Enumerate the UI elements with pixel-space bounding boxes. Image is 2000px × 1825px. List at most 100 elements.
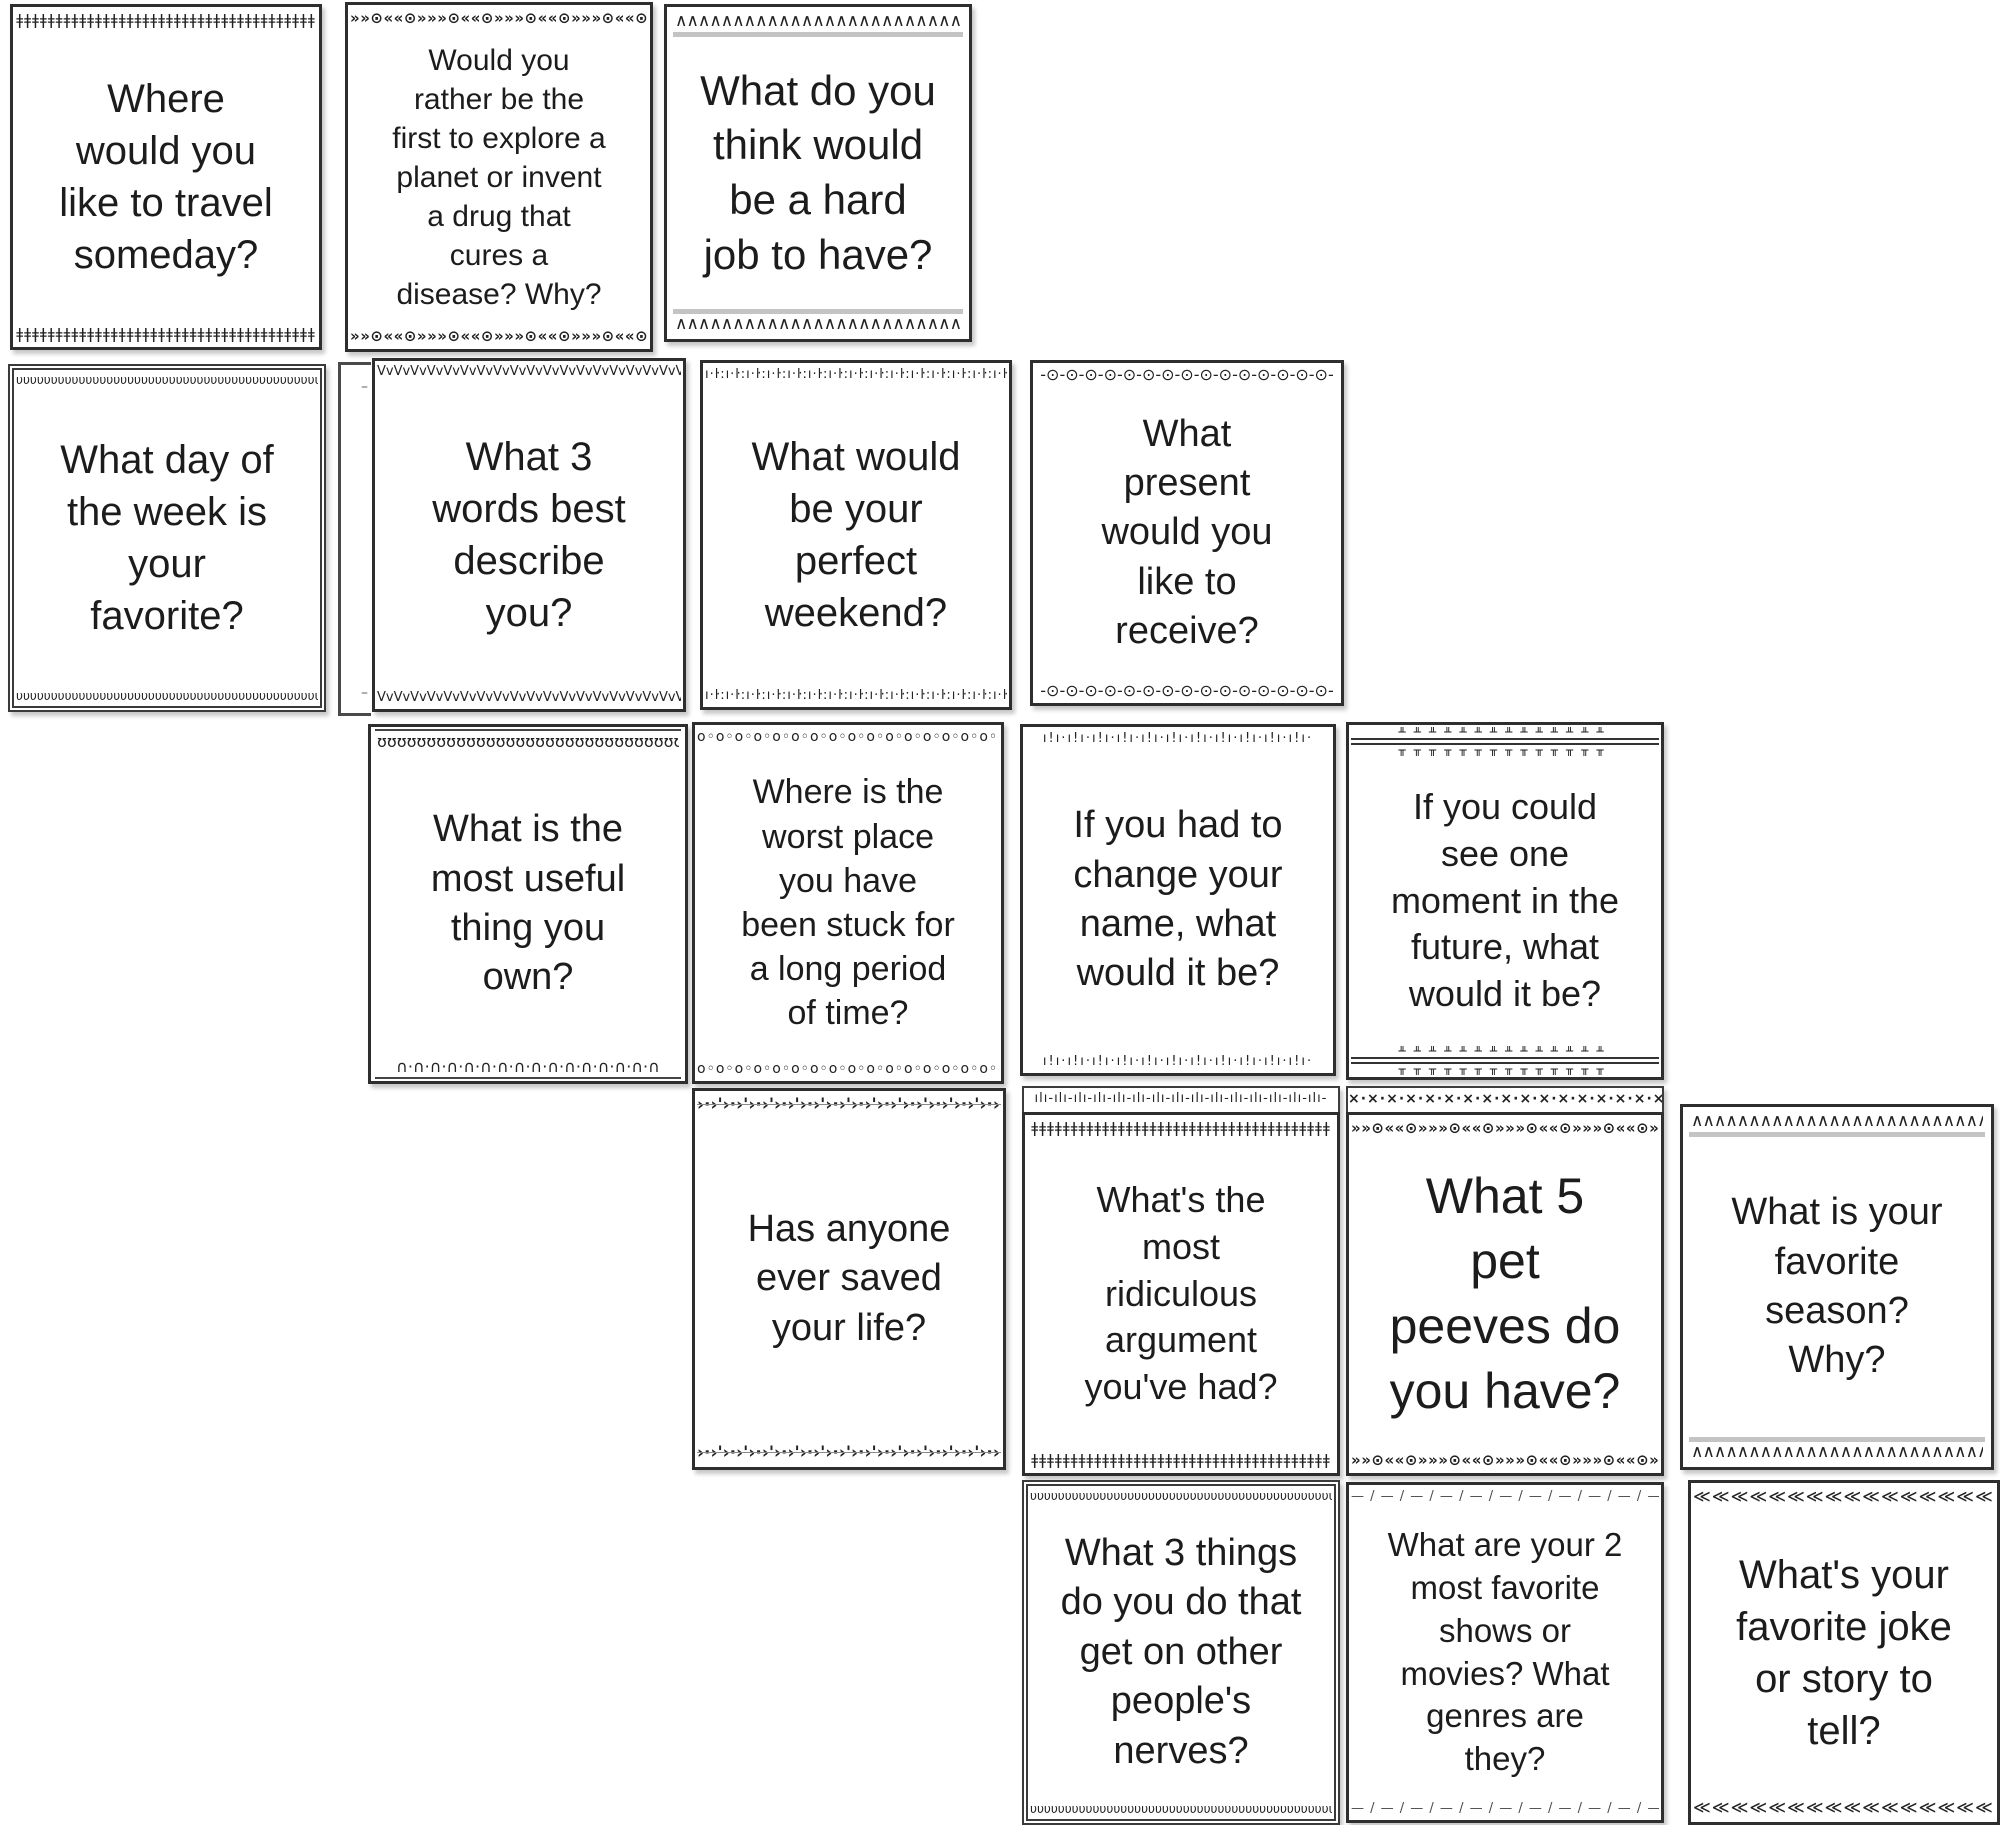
question-text: What present would you like to receive? (1101, 412, 1273, 653)
card-border-ornament-top: o◦o◦o◦o◦o◦o◦o◦o◦o◦o◦o◦o◦o◦o◦o◦o◦o◦o◦o (695, 725, 1001, 749)
card-border-ornament-top: ∧∧∧∧∧∧∧∧∧∧∧∧∧∧∧∧∧∧∧∧∧∧∧∧∧∧ (673, 9, 963, 37)
card-frame: ╨╨╨╨╨╨╨╨╨╨╨╨╨╨╥╥╥╥╥╥╥╥╥╥╥╥╥╥If you could… (1346, 722, 1664, 1080)
card-border-ornament-top: — / — / — / — / — / — / — / — / — / — / … (1349, 1485, 1661, 1508)
question-card[interactable]: ≪≪≪≪≪≪≪≪≪≪≪≪≪≪≪≪≪≪≪ What's your favorite … (1688, 1480, 2000, 1825)
ornament-row: — / — / — / — / — / — / — / — / — / — / … (1351, 1489, 1659, 1504)
ornament-row: ı·ŀ:ı·ŀ:ı·ŀ:ı·ŀ:ı·ŀ:ı·ŀ:ı·ŀ:ı·ŀ:ı·ŀ:ı·ŀ:… (705, 688, 1007, 703)
ornament-row: ı!ı·ı!ı·ı!ı·ı!ı·ı!ı·ı!ı·ı!ı·ı!ı·ı!ı·ı!ı·… (1042, 1054, 1314, 1069)
question-card[interactable]: ǂǂǂǂǂǂǂǂǂǂǂǂǂǂǂǂǂǂǂǂǂǂǂǂǂǂǂǂǂǂǂǂǂǂǂǂǂǂ Wh… (10, 4, 322, 350)
question-card[interactable]: υυυυυυυυυυυυυυυυυυυυυυυυυυυυυυυυυυυυυυυυ… (1022, 1480, 1340, 1825)
question-text: What's your favorite joke or story to te… (1736, 1552, 1952, 1753)
card-border-ornament-bottom: ı·ŀ:ı·ŀ:ı·ŀ:ı·ŀ:ı·ŀ:ı·ŀ:ı·ŀ:ı·ŀ:ı·ŀ:ı·ŀ:… (703, 684, 1009, 707)
card-border-ornament-top: ╨╨╨╨╨╨╨╨╨╨╨╨╨╨ ╥╥╥╥╥╥╥╥╥╥╥╥╥╥ (1349, 725, 1661, 758)
partial-card-edge: – – (338, 362, 371, 716)
card-border-ornament-bottom: »»⊙««⊙»»»⊙««⊙»»»⊙««⊙»»»⊙««⊙»»»⊙ (348, 323, 650, 349)
card-border-ornament-top: ∧∧∧∧∧∧∧∧∧∧∧∧∧∧∧∧∧∧∧∧∧∧∧∧∧∧ (1689, 1109, 1985, 1137)
question-card[interactable]: ∧∧∧∧∧∧∧∧∧∧∧∧∧∧∧∧∧∧∧∧∧∧∧∧∧∧ What is your f… (1680, 1104, 1994, 1470)
ornament-row: υυυυυυυυυυυυυυυυυυυυυυυυυυυυυυυυυυυυυυυυ… (16, 374, 318, 386)
card-border-ornament-bottom: ǂǂǂǂǂǂǂǂǂǂǂǂǂǂǂǂǂǂǂǂǂǂǂǂǂǂǂǂǂǂǂǂǂǂǂǂǂǂ (13, 321, 319, 347)
card-border-ornament-top: υυυυυυυυυυυυυυυυυυυυυυυυυυυυυυυυυυυυυυυυ… (14, 370, 320, 390)
question-card[interactable]: ılı-ılı-ılı-ılı-ılı-ılı-ılı-ılı-ılı-ılı-… (1022, 1086, 1340, 1476)
partial-card-dash: – (361, 379, 368, 395)
ornament-row: ╥╥╥╥╥╥╥╥╥╥╥╥╥╥ (1351, 743, 1659, 756)
question-card[interactable]: — / — / — / — / — / — / — / — / — / — / … (1346, 1482, 1664, 1823)
ornament-row: o◦o◦o◦o◦o◦o◦o◦o◦o◦o◦o◦o◦o◦o◦o◦o◦o◦o◦o (697, 729, 999, 745)
card-border-ornament-bottom: υυυυυυυυυυυυυυυυυυυυυυυυυυυυυυυυυυυυυυυυ… (1028, 1799, 1334, 1819)
ornament-row: ı·ŀ:ı·ŀ:ı·ŀ:ı·ŀ:ı·ŀ:ı·ŀ:ı·ŀ:ı·ŀ:ı·ŀ:ı·ŀ:… (705, 367, 1007, 382)
card-border-ornament-bottom: »»⊙««⊙»»»⊙««⊙»»»⊙««⊙»»»⊙««⊙»»»⊙ (1349, 1447, 1661, 1473)
card-border-ornament-top: ǂǂǂǂǂǂǂǂǂǂǂǂǂǂǂǂǂǂǂǂǂǂǂǂǂǂǂǂǂǂǂǂǂǂǂǂǂǂ (1025, 1115, 1337, 1141)
partial-card-dash: – (361, 685, 368, 701)
ornament-row: »»⊙««⊙»»»⊙««⊙»»»⊙««⊙»»»⊙««⊙»»»⊙ (350, 327, 648, 345)
card-outer-ornament-strip: ılı-ılı-ılı-ılı-ılı-ılı-ılı-ılı-ılı-ılı-… (1022, 1086, 1340, 1112)
card-border-ornament-top: -⊙-⊙-⊙-⊙-⊙-⊙-⊙-⊙-⊙-⊙-⊙-⊙-⊙-⊙-⊙- (1033, 363, 1341, 387)
question-card[interactable]: ı!ı·ı!ı·ı!ı·ı!ı·ı!ı·ı!ı·ı!ı·ı!ı·ı!ı·ı!ı·… (1020, 724, 1336, 1076)
ornament-row: ∧∧∧∧∧∧∧∧∧∧∧∧∧∧∧∧∧∧∧∧∧∧∧∧∧∧ (675, 13, 961, 30)
card-frame: »»⊙««⊙»»»⊙««⊙»»»⊙««⊙»»»⊙««⊙»»»⊙ What 5 pe… (1346, 1112, 1664, 1476)
question-card[interactable]: υυυυυυυυυυυυυυυυυυυυυυυυυυυυυυυυυυυυυυυυ… (8, 364, 326, 712)
card-frame: VvVvVvVvVvVvVvVvVvVvVvVvVvVvVvVvVvVvVvVv… (372, 358, 686, 712)
card-frame: ›·›'›·›'›·›'›·›'›·›'›·›'›·›'›·›'›·›'›·›'… (692, 1088, 1006, 1470)
card-frame: — / — / — / — / — / — / — / — / — / — / … (1346, 1482, 1664, 1823)
question-card[interactable]: »»⊙««⊙»»»⊙««⊙»»»⊙««⊙»»»⊙««⊙»»»⊙ Would you… (345, 2, 653, 352)
card-frame: ǂǂǂǂǂǂǂǂǂǂǂǂǂǂǂǂǂǂǂǂǂǂǂǂǂǂǂǂǂǂǂǂǂǂǂǂǂǂ Wh… (1022, 1112, 1340, 1476)
question-card[interactable]: ı·ŀ:ı·ŀ:ı·ŀ:ı·ŀ:ı·ŀ:ı·ŀ:ı·ŀ:ı·ŀ:ı·ŀ:ı·ŀ:… (700, 360, 1012, 710)
ornament-row: ∧∧∧∧∧∧∧∧∧∧∧∧∧∧∧∧∧∧∧∧∧∧∧∧∧∧ (1691, 1444, 1983, 1461)
card-border-ornament-bottom: ǂǂǂǂǂǂǂǂǂǂǂǂǂǂǂǂǂǂǂǂǂǂǂǂǂǂǂǂǂǂǂǂǂǂǂǂǂǂ (1025, 1447, 1337, 1473)
card-border-ornament-bottom: ı!ı·ı!ı·ı!ı·ı!ı·ı!ı·ı!ı·ı!ı·ı!ı·ı!ı·ı!ı·… (1023, 1050, 1333, 1073)
ornament-row: ǂǂǂǂǂǂǂǂǂǂǂǂǂǂǂǂǂǂǂǂǂǂǂǂǂǂǂǂǂǂǂǂǂǂǂǂǂǂ (16, 325, 316, 343)
ornament-row: ╨╨╨╨╨╨╨╨╨╨╨╨╨╨ (1351, 727, 1659, 740)
card-border-ornament-bottom: o◦o◦o◦o◦o◦o◦o◦o◦o◦o◦o◦o◦o◦o◦o◦o◦o◦o◦o (695, 1057, 1001, 1081)
ornament-row: υυυυυυυυυυυυυυυυυυυυυυυυυυυυυυυυυυυυυυυυ… (1030, 1490, 1332, 1502)
card-border-ornament-bottom: ∧∧∧∧∧∧∧∧∧∧∧∧∧∧∧∧∧∧∧∧∧∧∧∧∧∧ (673, 309, 963, 337)
card-frame: ǂǂǂǂǂǂǂǂǂǂǂǂǂǂǂǂǂǂǂǂǂǂǂǂǂǂǂǂǂǂǂǂǂǂǂǂǂǂ Wh… (10, 4, 322, 350)
card-frame: ≪≪≪≪≪≪≪≪≪≪≪≪≪≪≪≪≪≪≪ What's your favorite … (1688, 1480, 2000, 1825)
ornament-row: ╥╥╥╥╥╥╥╥╥╥╥╥╥╥ (1351, 1062, 1659, 1075)
ornament-row: — / — / — / — / — / — / — / — / — / — / … (1351, 1801, 1659, 1816)
ornament-row: VvVvVvVvVvVvVvVvVvVvVvVvVvVvVvVvVvVvVvVv… (377, 691, 681, 705)
card-frame: ı!ı·ı!ı·ı!ı·ı!ı·ı!ı·ı!ı·ı!ı·ı!ı·ı!ı·ı!ı·… (1020, 724, 1336, 1076)
ornament-row: ∧∧∧∧∧∧∧∧∧∧∧∧∧∧∧∧∧∧∧∧∧∧∧∧∧∧ (1691, 1113, 1983, 1130)
ornament-row: ∩·∩·∩·∩·∩·∩·∩·∩·∩·∩·∩·∩·∩·∩·∩·∩ (396, 1058, 660, 1075)
question-text: Has anyone ever saved your life? (747, 1207, 951, 1349)
question-text: What 5 pet peeves do you have? (1389, 1168, 1621, 1419)
ornament-row: ʊʊʊʊʊʊʊʊʊʊʊʊʊʊʊʊʊʊʊʊʊʊʊʊʊʊʊʊʊʊʊʊ (377, 733, 679, 750)
ornament-row: ǂǂǂǂǂǂǂǂǂǂǂǂǂǂǂǂǂǂǂǂǂǂǂǂǂǂǂǂǂǂǂǂǂǂǂǂǂǂ (1031, 1119, 1331, 1137)
question-text: What is your favorite season? Why? (1731, 1191, 1943, 1382)
card-border-ornament-bottom: υυυυυυυυυυυυυυυυυυυυυυυυυυυυυυυυυυυυυυυυ… (14, 686, 320, 706)
ornament-row: ǂǂǂǂǂǂǂǂǂǂǂǂǂǂǂǂǂǂǂǂǂǂǂǂǂǂǂǂǂǂǂǂǂǂǂǂǂǂ (16, 11, 316, 29)
card-border-ornament-bottom: ∩·∩·∩·∩·∩·∩·∩·∩·∩·∩·∩·∩·∩·∩·∩·∩ (375, 1054, 681, 1079)
question-text: What are your 2 most favorite shows or m… (1387, 1525, 1623, 1778)
question-card[interactable]: VvVvVvVvVvVvVvVvVvVvVvVvVvVvVvVvVvVvVvVv… (372, 358, 686, 712)
question-card[interactable]: ∧∧∧∧∧∧∧∧∧∧∧∧∧∧∧∧∧∧∧∧∧∧∧∧∧∧What do you th… (664, 4, 972, 342)
question-card[interactable]: o◦o◦o◦o◦o◦o◦o◦o◦o◦o◦o◦o◦o◦o◦o◦o◦o◦o◦oWhe… (692, 722, 1004, 1084)
card-border-ornament-bottom: ›·›'›·›'›·›'›·›'›·›'›·›'›·›'›·›'›·›'›·›'… (695, 1439, 1003, 1467)
ornament-row: VvVvVvVvVvVvVvVvVvVvVvVvVvVvVvVvVvVvVvVv… (377, 365, 681, 379)
question-text: Would you rather be the first to explore… (392, 43, 606, 311)
ornament-row: ≪≪≪≪≪≪≪≪≪≪≪≪≪≪≪≪≪≪≪ (1693, 1487, 1995, 1507)
ornament-row: o◦o◦o◦o◦o◦o◦o◦o◦o◦o◦o◦o◦o◦o◦o◦o◦o◦o◦o (697, 1061, 999, 1077)
question-card[interactable]: -⊙-⊙-⊙-⊙-⊙-⊙-⊙-⊙-⊙-⊙-⊙-⊙-⊙-⊙-⊙- What pres… (1030, 360, 1344, 706)
card-border-ornament-top: ≪≪≪≪≪≪≪≪≪≪≪≪≪≪≪≪≪≪≪ (1691, 1483, 1997, 1511)
question-card[interactable]: ╨╨╨╨╨╨╨╨╨╨╨╨╨╨╥╥╥╥╥╥╥╥╥╥╥╥╥╥If you could… (1346, 722, 1664, 1080)
question-card[interactable]: ›·›'›·›'›·›'›·›'›·›'›·›'›·›'›·›'›·›'›·›'… (692, 1088, 1006, 1470)
card-border-ornament-top: ǂǂǂǂǂǂǂǂǂǂǂǂǂǂǂǂǂǂǂǂǂǂǂǂǂǂǂǂǂǂǂǂǂǂǂǂǂǂ (13, 7, 319, 33)
card-frame: υυυυυυυυυυυυυυυυυυυυυυυυυυυυυυυυυυυυυυυυ… (1022, 1480, 1340, 1825)
card-border-ornament-top: ı!ı·ı!ı·ı!ı·ı!ı·ı!ı·ı!ı·ı!ı·ı!ı·ı!ı·ı!ı·… (1023, 727, 1333, 750)
ornament-row: ╨╨╨╨╨╨╨╨╨╨╨╨╨╨ (1351, 1046, 1659, 1059)
card-border-ornament-top: ʊʊʊʊʊʊʊʊʊʊʊʊʊʊʊʊʊʊʊʊʊʊʊʊʊʊʊʊʊʊʊʊ (375, 729, 681, 754)
card-border-ornament-bottom: — / — / — / — / — / — / — / — / — / — / … (1349, 1797, 1661, 1820)
ornament-row: ǂǂǂǂǂǂǂǂǂǂǂǂǂǂǂǂǂǂǂǂǂǂǂǂǂǂǂǂǂǂǂǂǂǂǂǂǂǂ (1031, 1451, 1331, 1469)
question-text: Where would you like to travel someday? (59, 77, 273, 277)
question-card[interactable]: ×·×·×·×·×·×·×·×·×·×·×·×·×·×·×·×·×·×·×»»⊙… (1346, 1086, 1664, 1476)
ornament-row: ›·›'›·›'›·›'›·›'›·›'›·›'›·›'›·›'›·›'›·›'… (697, 1443, 1001, 1463)
card-border-ornament-top: VvVvVvVvVvVvVvVvVvVvVvVvVvVvVvVvVvVvVvVv… (375, 361, 683, 383)
card-frame: υυυυυυυυυυυυυυυυυυυυυυυυυυυυυυυυυυυυυυυυ… (8, 364, 326, 712)
card-frame: -⊙-⊙-⊙-⊙-⊙-⊙-⊙-⊙-⊙-⊙-⊙-⊙-⊙-⊙-⊙- What pres… (1030, 360, 1344, 706)
ornament-row: υυυυυυυυυυυυυυυυυυυυυυυυυυυυυυυυυυυυυυυυ… (1030, 1803, 1332, 1815)
question-text: What's the most ridiculous argument you'… (1084, 1179, 1278, 1408)
question-text: What is the most useful thing you own? (430, 808, 626, 999)
card-border-ornament-top: »»⊙««⊙»»»⊙««⊙»»»⊙««⊙»»»⊙««⊙»»»⊙ (348, 5, 650, 31)
card-frame: ı·ŀ:ı·ŀ:ı·ŀ:ı·ŀ:ı·ŀ:ı·ŀ:ı·ŀ:ı·ŀ:ı·ŀ:ı·ŀ:… (700, 360, 1012, 710)
